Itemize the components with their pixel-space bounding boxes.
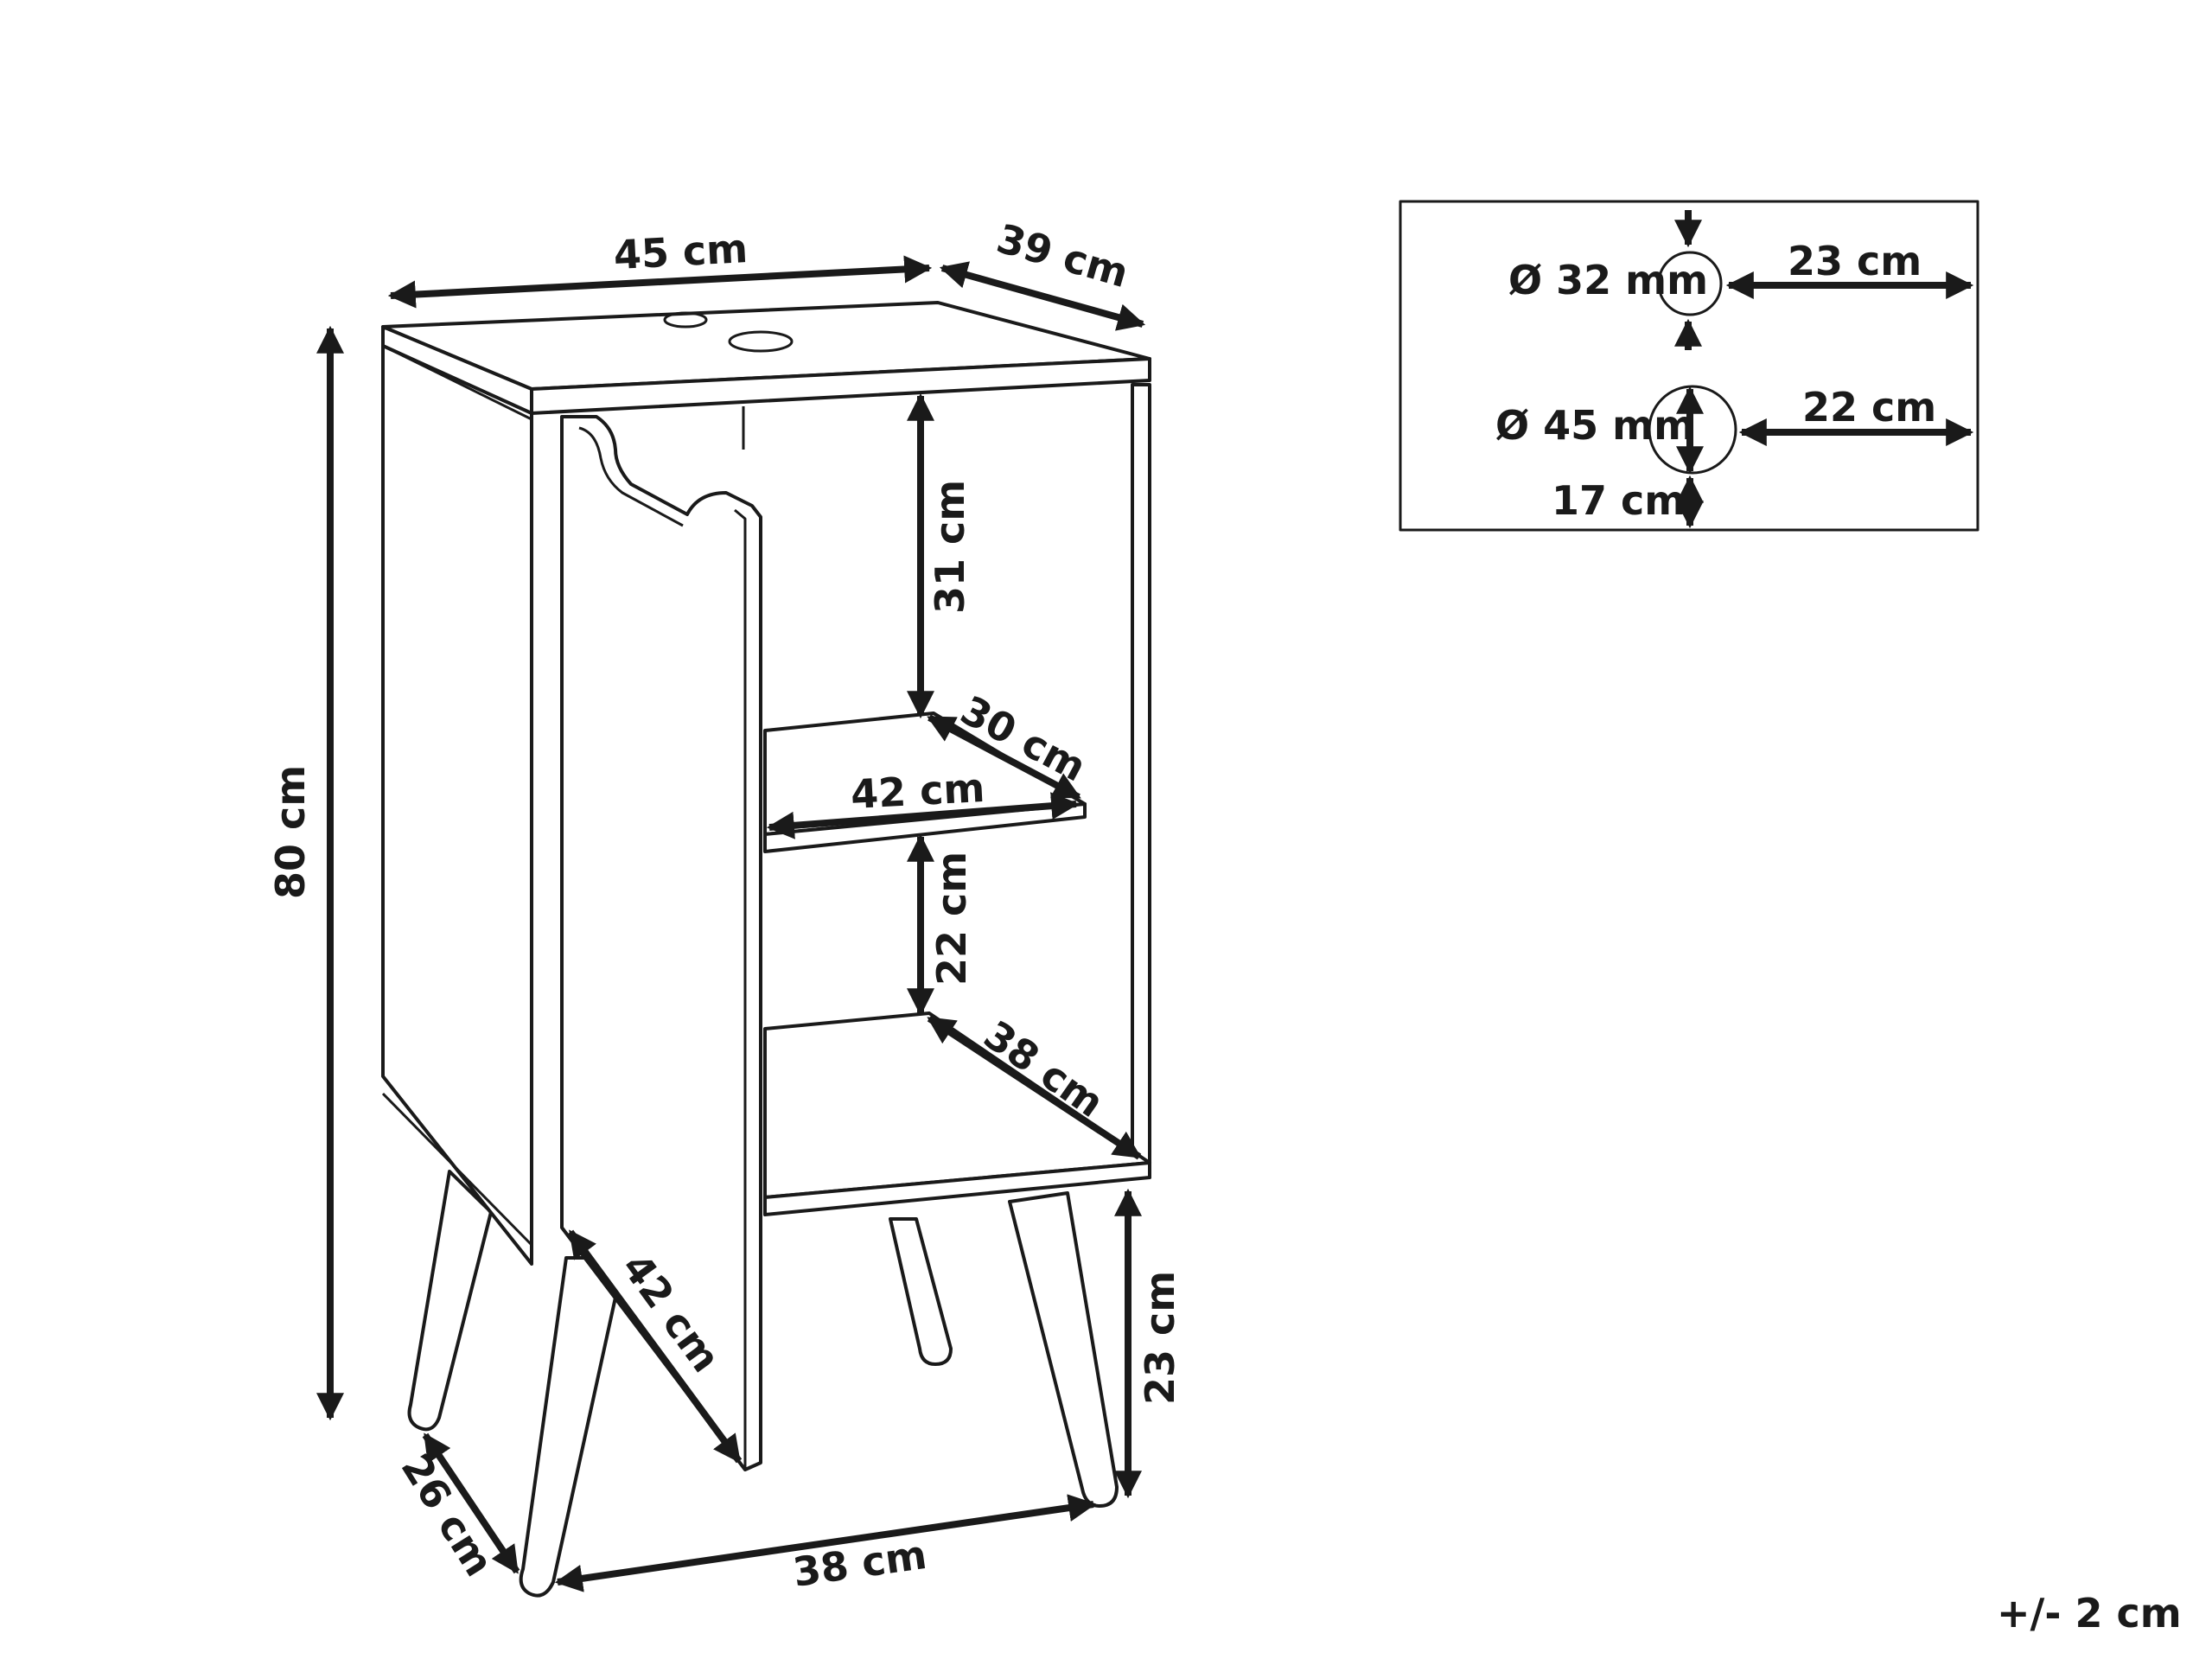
arrow-top-depth	[939, 261, 1146, 331]
left-side-panel	[381, 327, 533, 1266]
label-large-hole-edge-distance: 17 cm	[1552, 477, 1686, 524]
arrow-shelf-depth	[927, 714, 1081, 801]
arrow-door-width	[567, 1229, 743, 1464]
front-leg-left	[407, 1170, 493, 1432]
label-top-width: 45 cm	[613, 225, 749, 278]
arrow-top-width	[387, 255, 933, 309]
tolerance-note: +/- 2 cm	[1997, 1590, 2182, 1637]
door-front-edge	[734, 508, 747, 1470]
bottom-panel-front-edge	[763, 1161, 1151, 1216]
front-leg-right	[1008, 1191, 1119, 1508]
arrow-leg-depth	[422, 1432, 520, 1574]
arrow-leg-width	[554, 1494, 1097, 1592]
detail-frame	[1399, 200, 1979, 532]
label-total-height: 80 cm	[267, 765, 314, 899]
door-handle-cutout	[578, 426, 684, 527]
label-upper-height: 31 cm	[927, 480, 973, 614]
holes-detail-box: Ø 32 mm 23 cm Ø 45 mm 22 cm 17 cm	[1399, 200, 1979, 532]
cabinet-drawing	[381, 301, 1151, 1598]
large-hole	[728, 330, 794, 353]
label-large-hole-offset: 22 cm	[1802, 384, 1936, 431]
label-leg-width: 38 cm	[790, 1531, 929, 1596]
door-panel	[560, 415, 762, 1471]
small-hole	[663, 311, 708, 329]
arrow-shelf-width	[766, 792, 1080, 839]
right-side-panel	[1131, 383, 1151, 1179]
front-leg-middle	[519, 1256, 626, 1598]
label-small-hole-diameter: Ø 32 mm	[1508, 257, 1708, 303]
left-side-bottom-edge	[381, 1092, 533, 1247]
label-large-hole-diameter: Ø 45 mm	[1495, 402, 1695, 449]
label-small-hole-offset: 23 cm	[1788, 238, 1922, 284]
label-lower-height: 22 cm	[928, 852, 975, 986]
detail-small-hole	[1657, 251, 1723, 316]
dimension-arrows	[316, 255, 1146, 1592]
label-shelf-width: 42 cm	[850, 764, 986, 818]
back-leg-right	[889, 1217, 953, 1366]
label-leg-height: 23 cm	[1137, 1271, 1183, 1405]
arrow-bottom-depth	[927, 1015, 1142, 1160]
cabinet-top-side-face	[381, 325, 533, 415]
